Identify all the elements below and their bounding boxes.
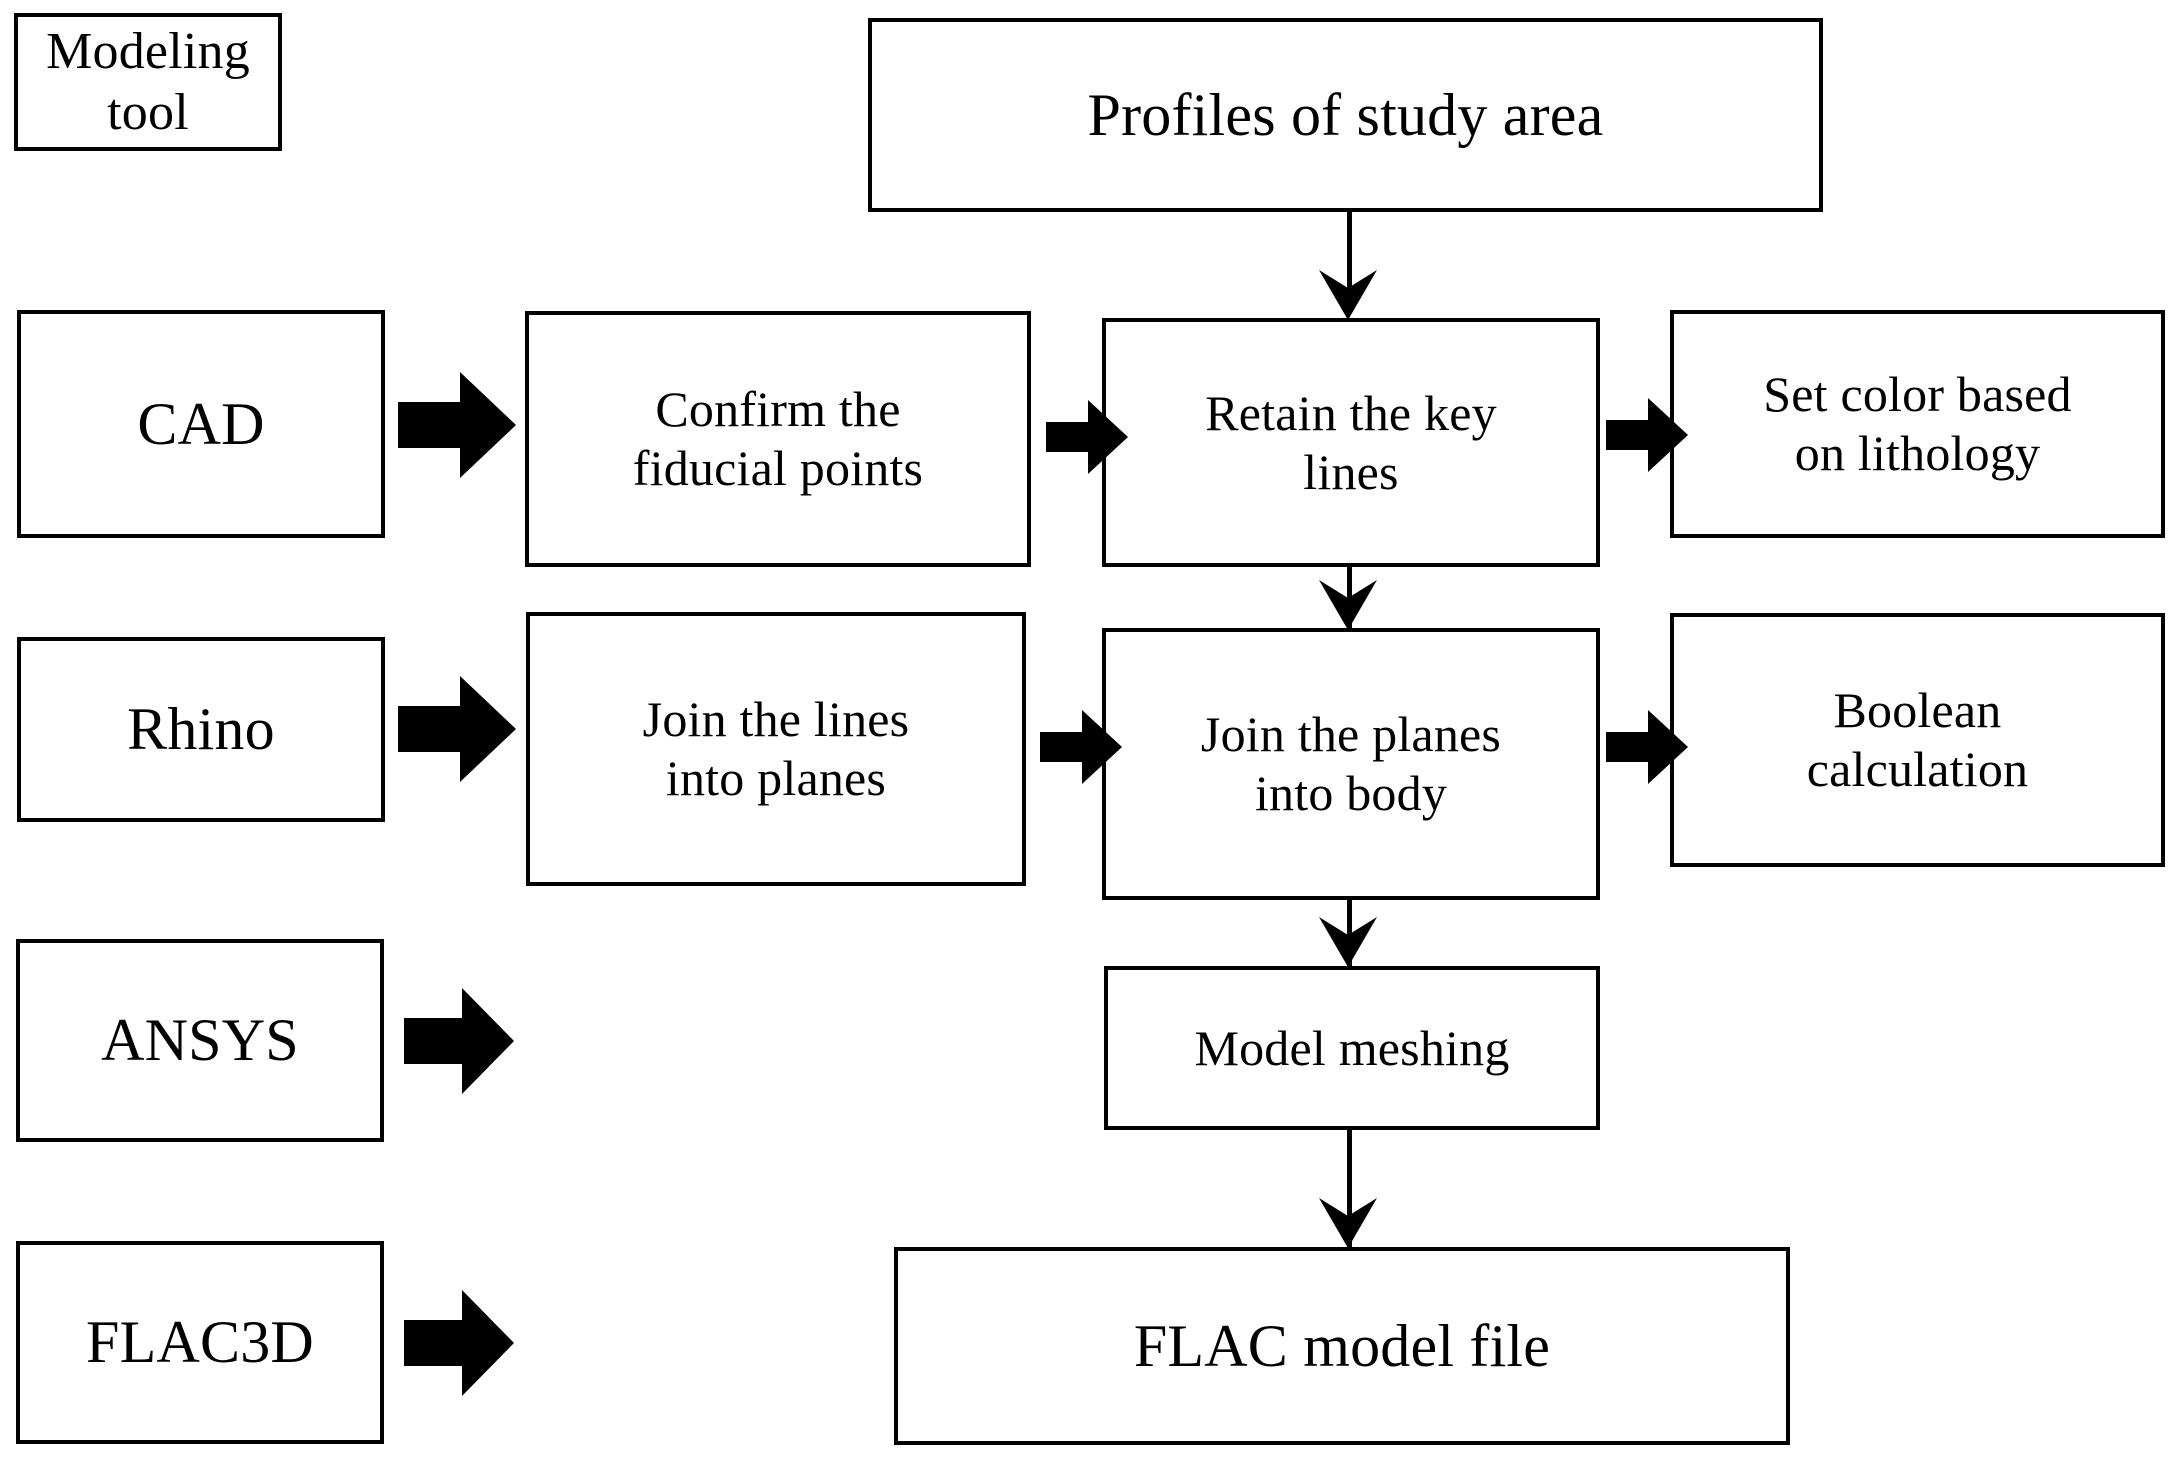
step-label-retain-key-lines: Retain the key lines	[1205, 384, 1497, 500]
fat-arrow-icon-flac3d-out	[404, 1290, 514, 1396]
tool-label-rhino: Rhino	[127, 696, 275, 763]
tool-label-flac3d: FLAC3D	[86, 1309, 314, 1376]
modeling-tool-header-label: Modeling tool	[46, 22, 250, 141]
tool-box-cad: CAD	[17, 310, 385, 538]
tool-box-flac3d: FLAC3D	[16, 1241, 384, 1444]
connector-line-meshing-to-flacfile	[1347, 1130, 1352, 1250]
tool-box-rhino: Rhino	[17, 637, 385, 822]
step-box-profiles: Profiles of study area	[868, 18, 1823, 212]
fat-arrow-icon-cad-to-confirm	[398, 372, 516, 478]
step-label-confirm-fiducial-points: Confirm the fiducial points	[632, 381, 924, 496]
fat-arrow-icon-joinlines-to-joinplanes	[1040, 710, 1122, 784]
step-box-retain-key-lines: Retain the key lines	[1102, 318, 1600, 567]
fat-arrow-icon-confirm-to-retain	[1046, 400, 1128, 474]
tool-label-ansys: ANSYS	[101, 1007, 299, 1074]
step-box-set-color-lithology: Set color based on lithology	[1670, 310, 2165, 538]
step-label-flac-model-file: FLAC model file	[1133, 1312, 1551, 1379]
step-box-boolean-calculation: Boolean calculation	[1670, 613, 2165, 867]
fat-arrow-icon-ansys-out	[404, 988, 514, 1094]
step-box-confirm-fiducial-points: Confirm the fiducial points	[525, 311, 1031, 567]
step-box-join-planes-into-body: Join the planes into body	[1102, 628, 1600, 900]
step-label-model-meshing: Model meshing	[1194, 1019, 1510, 1076]
fat-arrow-icon-retain-to-setcolor	[1606, 398, 1688, 472]
step-label-join-planes-into-body: Join the planes into body	[1200, 706, 1502, 821]
step-label-boolean-calculation: Boolean calculation	[1806, 682, 2029, 797]
connector-line-profiles-to-retain	[1347, 212, 1352, 288]
tool-box-ansys: ANSYS	[16, 939, 384, 1142]
step-box-join-lines-into-planes: Join the lines into planes	[526, 612, 1026, 886]
step-box-model-meshing: Model meshing	[1104, 966, 1600, 1130]
step-label-set-color-lithology: Set color based on lithology	[1763, 366, 2072, 481]
step-label-profiles: Profiles of study area	[1087, 81, 1604, 148]
step-box-flac-model-file: FLAC model file	[894, 1247, 1790, 1445]
connector-line-joinplanes-to-meshing	[1347, 900, 1352, 968]
fat-arrow-icon-joinplanes-to-boolean	[1606, 710, 1688, 784]
modeling-tool-header-box: Modeling tool	[14, 13, 282, 151]
fat-arrow-icon-rhino-to-joinlines	[398, 676, 516, 782]
step-label-join-lines-into-planes: Join the lines into planes	[642, 691, 910, 806]
tool-label-cad: CAD	[137, 390, 265, 457]
